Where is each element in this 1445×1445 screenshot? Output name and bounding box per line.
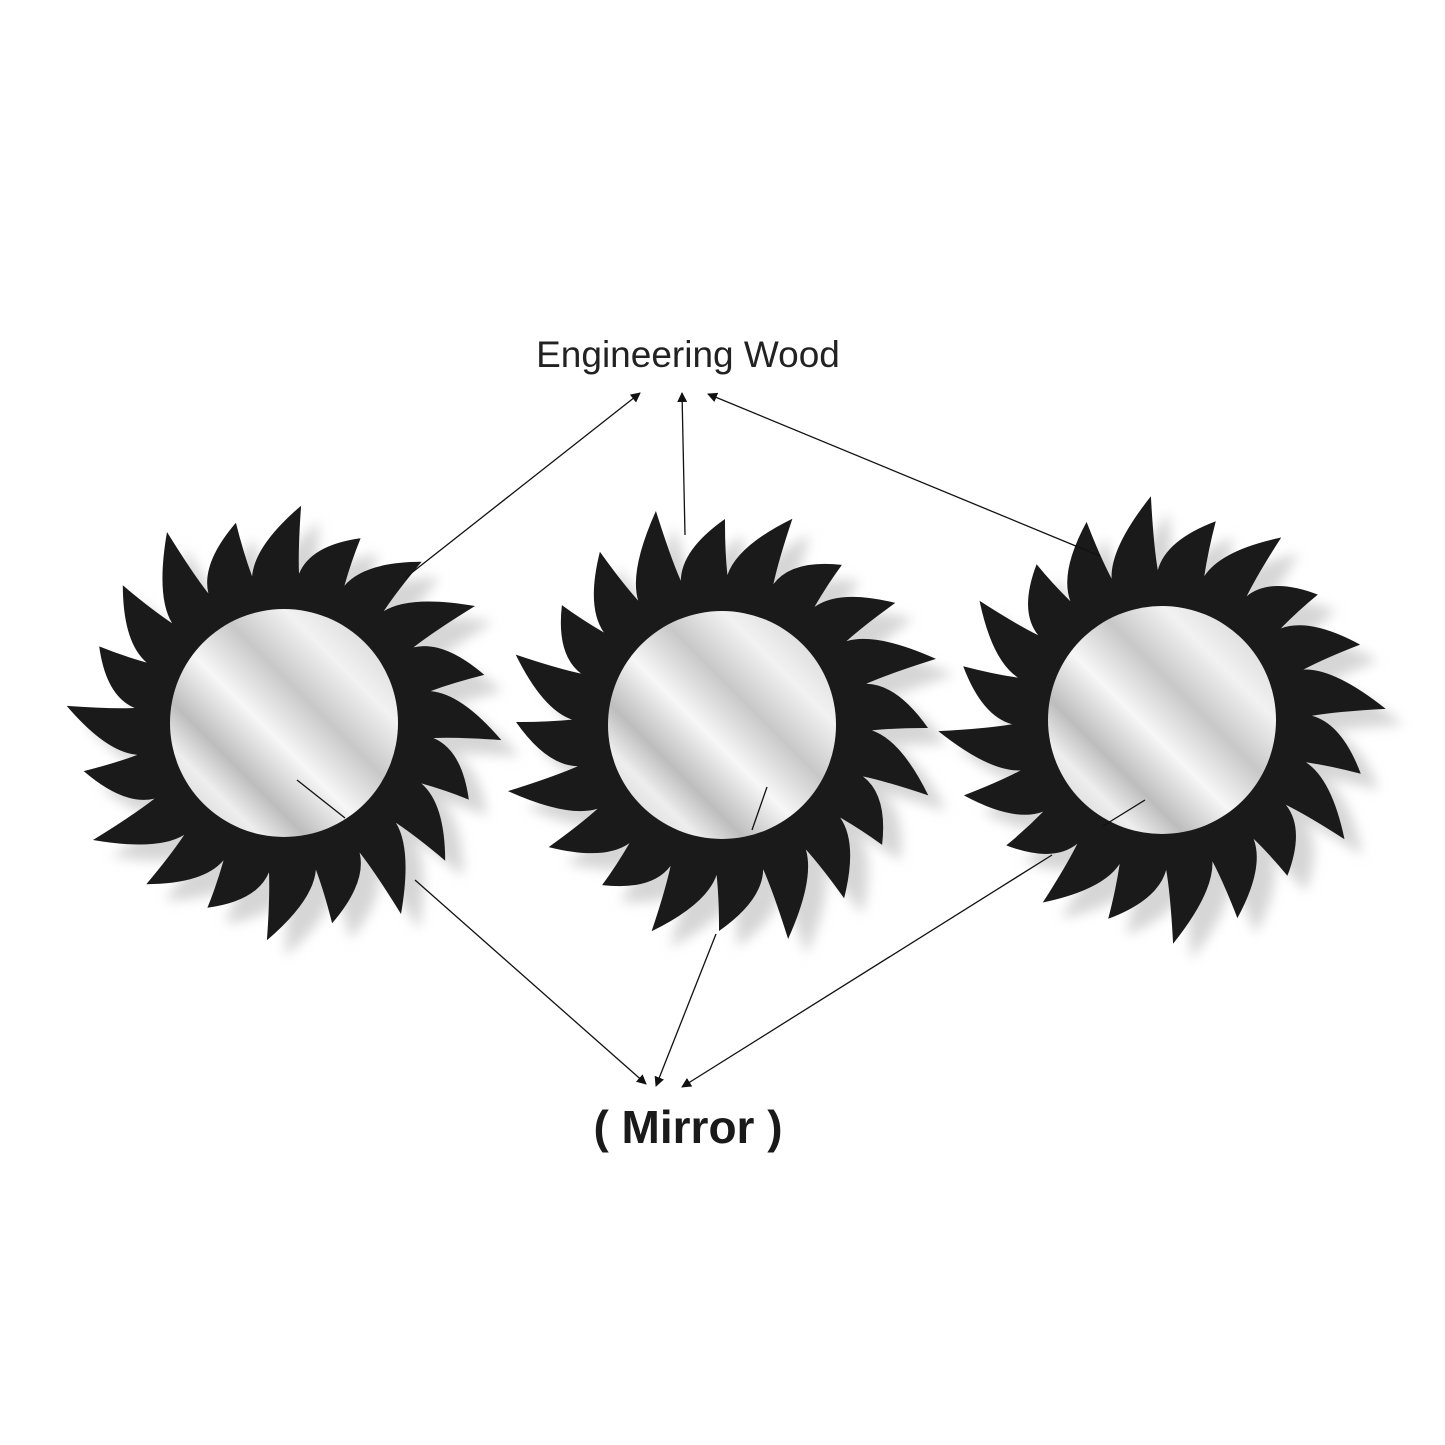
leader-mirror-left-inner <box>296 779 346 819</box>
mirror-glass <box>1048 606 1276 834</box>
leader-wood-right <box>707 392 1101 557</box>
mirror-glass <box>170 609 398 837</box>
sun-mirror-center <box>508 511 954 955</box>
leader-mirror-center <box>654 933 717 1087</box>
leader-wood-center <box>677 392 688 536</box>
leader-mirror-left <box>414 879 647 1085</box>
leader-wood-left <box>404 392 641 579</box>
engineering-wood-label: Engineering Wood <box>536 334 840 375</box>
leader-mirror-right-inner <box>1102 799 1146 827</box>
mirror-glass <box>608 611 836 839</box>
leader-mirror-right <box>681 854 1053 1088</box>
leader-mirror-center-inner <box>751 786 768 831</box>
sun-mirror-left <box>66 505 520 957</box>
sun-mirror-right <box>938 496 1404 960</box>
mirror-label: ( Mirror ) <box>593 1101 783 1153</box>
